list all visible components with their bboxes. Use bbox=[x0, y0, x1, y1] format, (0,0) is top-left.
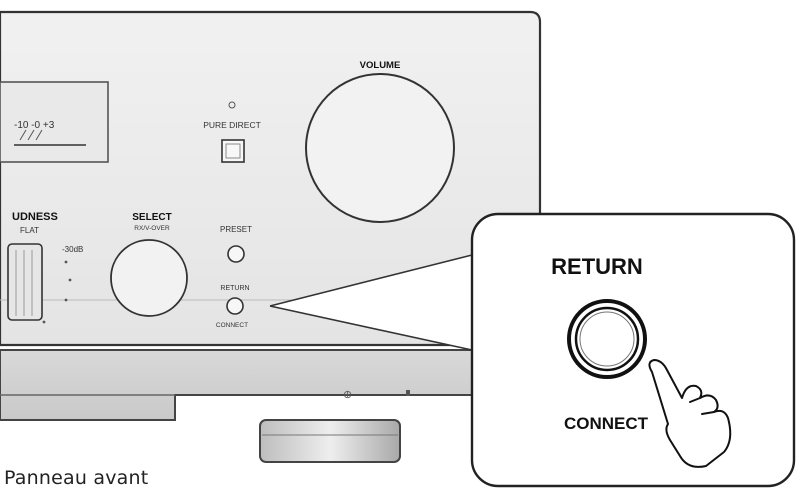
loudness-flat-label: FLAT bbox=[20, 226, 39, 235]
return-button-small[interactable] bbox=[226, 297, 244, 315]
pure-direct-button[interactable] bbox=[221, 139, 245, 163]
callout-pointer bbox=[269, 254, 473, 351]
amplifier-foot bbox=[259, 419, 401, 463]
loudness-label: UDNESS bbox=[12, 211, 58, 223]
volume-control: VOLUME bbox=[305, 60, 455, 223]
return-control: RETURN CONNECT bbox=[216, 285, 250, 329]
figure-caption: Panneau avant bbox=[4, 467, 149, 489]
level-meter: -10 -0 +3 bbox=[0, 81, 109, 163]
pure-direct-control: PURE DIRECT bbox=[203, 101, 261, 163]
preset-label: PRESET bbox=[220, 225, 252, 234]
volume-knob[interactable] bbox=[305, 73, 455, 223]
callout-title: RETURN bbox=[551, 254, 643, 279]
loudness-mark-label: -30dB bbox=[62, 245, 83, 254]
volume-label: VOLUME bbox=[360, 60, 401, 71]
callout-box: RETURN CONNECT bbox=[470, 212, 796, 488]
select-label: SELECT bbox=[132, 212, 171, 223]
loudness-control: UDNESS FLAT -30dB bbox=[7, 211, 83, 324]
pure-direct-label: PURE DIRECT bbox=[203, 120, 261, 130]
preset-button[interactable] bbox=[227, 245, 245, 263]
callout-button-label: CONNECT bbox=[564, 414, 649, 433]
pointing-hand-icon bbox=[648, 359, 732, 468]
connect-small-label: CONNECT bbox=[216, 322, 248, 329]
preset-control: PRESET bbox=[220, 225, 252, 263]
amplifier-base: ⊕ bbox=[0, 349, 536, 421]
select-knob[interactable] bbox=[110, 239, 188, 317]
base-indicator-left: ⊕ bbox=[343, 389, 352, 401]
return-small-label: RETURN bbox=[220, 285, 249, 292]
select-sublabel: RX/V-OVER bbox=[134, 225, 170, 232]
base-indicator-right bbox=[406, 390, 410, 396]
meter-scale: -10 -0 +3 bbox=[14, 120, 55, 131]
loudness-knob[interactable] bbox=[7, 243, 43, 321]
select-control: SELECT RX/V-OVER bbox=[110, 212, 188, 317]
